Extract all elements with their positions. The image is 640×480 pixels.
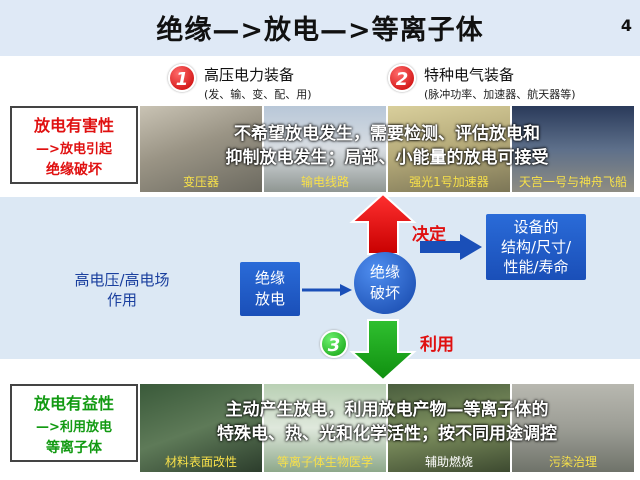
- harmful-description-line1: 不希望放电发生，需要检测、评估放电和: [234, 124, 540, 144]
- caption-accelerator: 强光1号加速器: [409, 175, 489, 189]
- harmful-line2: —>放电引起: [36, 142, 112, 157]
- category-title-1: 高压电力装备: [204, 66, 295, 84]
- outcome-line2: 结构/尺寸/: [500, 238, 572, 256]
- breakdown-line2: 破坏: [369, 284, 400, 302]
- outcome-line3: 性能/寿命: [503, 258, 569, 276]
- harmful-line3: 绝缘破坏: [46, 162, 102, 178]
- caption-plasma-medicine: 等离子体生物医学: [276, 455, 373, 469]
- source-line2: 作用: [106, 291, 137, 309]
- number-badge-3: 3: [320, 330, 348, 358]
- harmful-description-line2: 抑制放电发生；局部、小能量的放电可接受: [225, 148, 549, 168]
- beneficial-description-line1: 主动产生放电，利用放电产物—等离子体的: [225, 400, 549, 420]
- title-bar: [0, 0, 640, 56]
- number-badge-2: 2: [388, 64, 416, 92]
- use-label: 利用: [420, 335, 454, 355]
- harmful-photo-strip: 变压器 输电线路 强光1号加速器 天宫一号与神舟飞船: [140, 106, 634, 192]
- page-title: 绝缘—>放电—>等离子体: [156, 15, 484, 46]
- arrow-right-icon: [302, 284, 352, 296]
- harmful-line1: 放电有害性: [33, 116, 114, 135]
- decide-label: 决定: [412, 225, 446, 245]
- harmful-discharge-label: 放电有害性 —>放电引起 绝缘破坏: [10, 106, 138, 184]
- photo-plasma-medicine: 等离子体生物医学: [264, 384, 388, 472]
- page-number: 4: [620, 16, 632, 35]
- photo-spacecraft: 天宫一号与神舟飞船: [512, 106, 634, 192]
- beneficial-description-line2: 特殊电、热、光和化学活性；按不同用途调控: [217, 424, 557, 444]
- decide-arrow-icon: [420, 234, 482, 260]
- caption-surface-modification: 材料表面改性: [164, 455, 237, 469]
- discharge-line1: 绝缘: [254, 269, 285, 287]
- beneficial-description: 主动产生放电，利用放电产物—等离子体的 特殊电、热、光和化学活性；按不同用途调控: [140, 398, 634, 446]
- caption-transmission-line: 输电线路: [300, 175, 349, 189]
- category-title-2: 特种电气装备: [424, 66, 515, 84]
- beneficial-line2: —>利用放电: [36, 420, 112, 435]
- breakdown-line1: 绝缘: [369, 263, 400, 281]
- up-arrow-icon: [349, 192, 417, 255]
- caption-assisted-combustion: 辅助燃烧: [424, 455, 473, 469]
- category-subtitle-1: (发、输、变、配、用): [204, 88, 312, 101]
- beneficial-discharge-label: 放电有益性 —>利用放电 等离子体: [10, 384, 138, 462]
- number-badge-1: 1: [168, 64, 196, 92]
- discharge-line2: 放电: [254, 290, 285, 308]
- down-arrow-icon: [349, 319, 417, 382]
- harmful-description: 不希望放电发生，需要检测、评估放电和 抑制放电发生；局部、小能量的放电可接受: [140, 122, 634, 170]
- photo-pollution-control: 污染治理: [512, 384, 634, 472]
- photo-transformer: 变压器: [140, 106, 264, 192]
- insulation-breakdown-node: 绝缘 破坏: [354, 252, 416, 314]
- beneficial-line1: 放电有益性: [33, 394, 114, 413]
- outcome-line1: 设备的: [513, 218, 559, 236]
- photo-accelerator: 强光1号加速器: [388, 106, 512, 192]
- caption-transformer: 变压器: [182, 175, 219, 189]
- source-line1: 高电压/高电场: [74, 271, 170, 289]
- photo-assisted-combustion: 辅助燃烧: [388, 384, 512, 472]
- caption-pollution-control: 污染治理: [548, 455, 597, 469]
- outcome-box: 设备的 结构/尺寸/ 性能/寿命: [486, 214, 586, 280]
- category-subtitle-2: (脉冲功率、加速器、航天器等): [424, 88, 576, 101]
- high-voltage-source: 高电压/高电场 作用: [38, 270, 206, 310]
- beneficial-line3: 等离子体: [46, 440, 102, 456]
- photo-transmission-line: 输电线路: [264, 106, 388, 192]
- beneficial-photo-strip: 材料表面改性 等离子体生物医学 辅助燃烧 污染治理: [140, 384, 634, 472]
- photo-surface-modification: 材料表面改性: [140, 384, 264, 472]
- caption-spacecraft: 天宫一号与神舟飞船: [518, 175, 627, 189]
- insulation-discharge-box: 绝缘 放电: [240, 262, 300, 316]
